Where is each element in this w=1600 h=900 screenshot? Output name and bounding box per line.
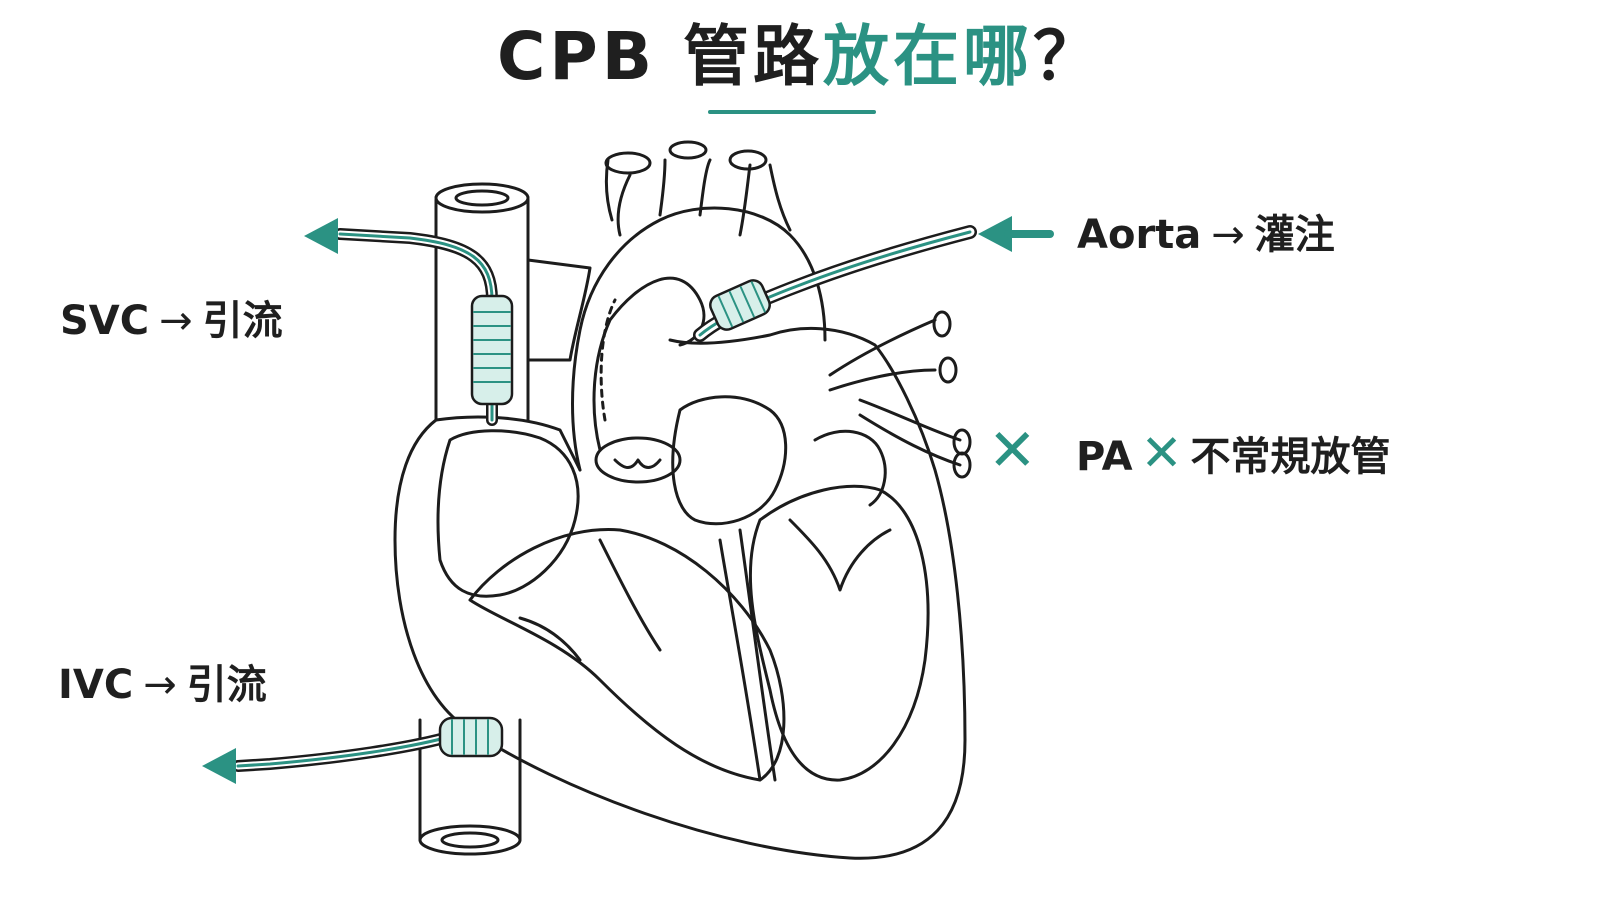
pulmonary-branches xyxy=(828,318,962,467)
left-atrium xyxy=(671,395,788,526)
aorta-action: 灌注 xyxy=(1254,212,1335,258)
left-ventricle xyxy=(748,484,930,782)
ivc-action: 引流 xyxy=(186,662,267,708)
title-part-3: ？ xyxy=(1033,18,1104,95)
aorta-name: Aorta xyxy=(1077,212,1202,258)
ivc-arrow: → xyxy=(143,662,177,708)
right-ventricle xyxy=(468,528,786,782)
svc-label: SVC→引流 xyxy=(60,296,283,346)
svc-name: SVC xyxy=(60,298,150,344)
aorta-arrow: → xyxy=(1211,212,1245,258)
title-part-1: CPB 管路 xyxy=(496,18,824,95)
arrow-left-icon xyxy=(304,218,338,254)
septum xyxy=(718,528,777,782)
svc-opening xyxy=(434,182,530,214)
title-part-2: 放在哪 xyxy=(823,18,1034,95)
ivc-label: IVC→引流 xyxy=(58,660,267,710)
right-atrium xyxy=(436,429,580,598)
pulmonary-valve xyxy=(594,436,682,484)
pa-name: PA xyxy=(1076,434,1133,480)
svc-action: 引流 xyxy=(202,298,283,344)
arrow-left-icon xyxy=(202,748,236,784)
cross-icon: ✕ xyxy=(988,416,1037,484)
title-underline xyxy=(708,110,876,114)
aorta-cannula xyxy=(693,216,1054,342)
svc-cannula xyxy=(304,218,514,426)
pa-label: PA✕不常規放管 xyxy=(1076,428,1391,482)
pa-action: 不常規放管 xyxy=(1190,434,1391,480)
ivc-cannula xyxy=(202,716,504,784)
arrow-left-icon xyxy=(978,216,1012,252)
cross-icon: ✕ xyxy=(1140,424,1183,482)
svc-arrow: → xyxy=(159,298,193,344)
aorta-outline xyxy=(571,206,827,472)
page-title: CPB 管路放在哪？ xyxy=(0,14,1600,100)
vena-cava-outline xyxy=(418,198,530,842)
heart-outline xyxy=(393,327,967,860)
aorta-label: Aorta→灌注 xyxy=(1077,210,1335,260)
ivc-opening xyxy=(418,824,522,856)
ivc-name: IVC xyxy=(58,662,134,708)
